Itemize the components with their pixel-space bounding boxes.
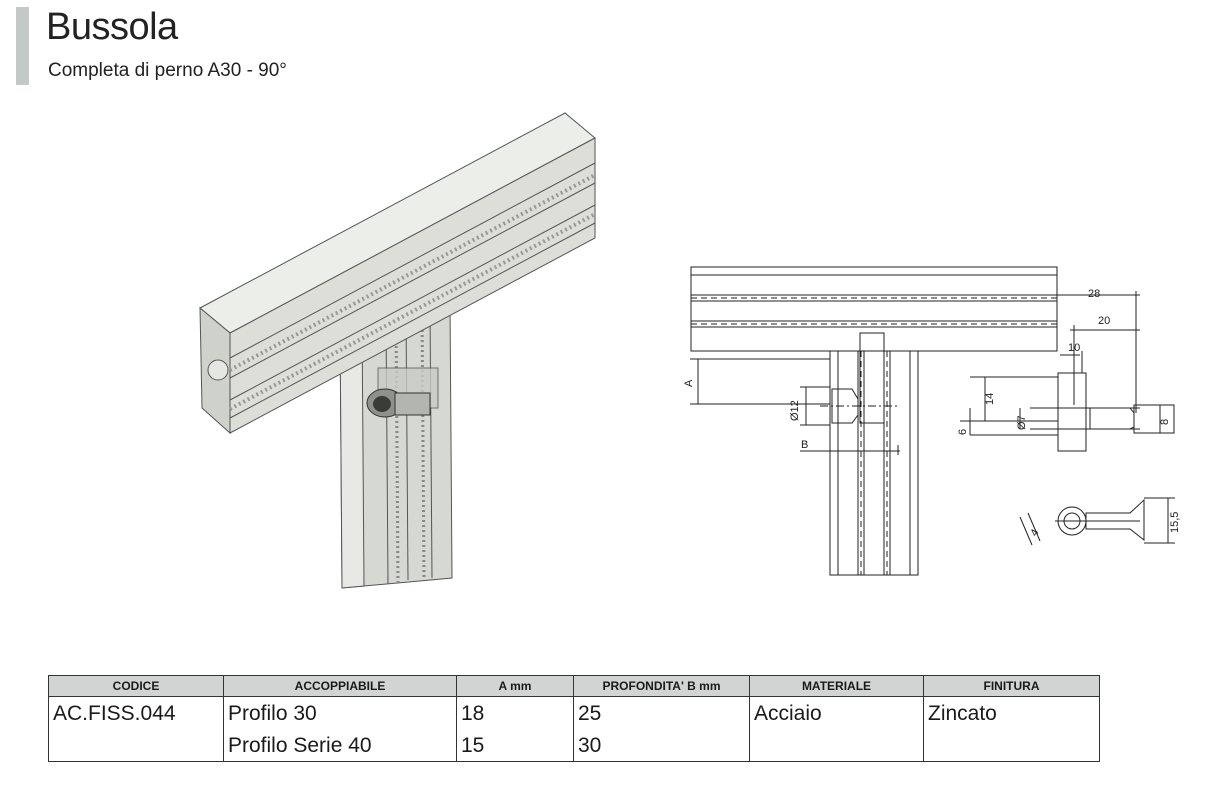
dim-diameter-12: Ø12 xyxy=(789,400,801,421)
product-isometric-illustration xyxy=(199,112,596,589)
table-row: Profilo Serie 40 15 30 xyxy=(48,729,1100,762)
horizontal-profile xyxy=(199,112,596,435)
vertical-profile xyxy=(339,302,453,589)
col-header-accoppiabile: ACCOPPIABILE xyxy=(223,675,457,697)
dim-4: 4 xyxy=(1028,527,1041,538)
cell-finitura xyxy=(923,729,1100,762)
page-subtitle: Completa di perno A30 - 90° xyxy=(48,60,287,81)
cell-materiale xyxy=(749,729,924,762)
bushing-connector xyxy=(366,388,431,418)
dim-a: A xyxy=(683,379,695,387)
col-header-materiale: MATERIALE xyxy=(749,675,924,697)
table-row: AC.FISS.044 Profilo 30 18 25 Acciaio Zin… xyxy=(48,696,1100,729)
dim-14: 14 xyxy=(984,393,996,405)
cell-profondita-b: 25 xyxy=(573,696,750,729)
page-title: Bussola xyxy=(46,6,178,48)
cell-codice xyxy=(48,729,224,762)
dim-diameter-7: Ø7 xyxy=(1016,415,1028,430)
col-header-profondita-b: PROFONDITA' B mm xyxy=(573,675,750,697)
accent-bar xyxy=(16,7,29,85)
cell-a-mm: 18 xyxy=(456,696,574,729)
col-header-a-mm: A mm xyxy=(456,675,574,697)
cell-finitura: Zincato xyxy=(923,696,1100,729)
dim-b: B xyxy=(801,439,808,451)
dim-6: 6 xyxy=(957,429,969,435)
cell-accoppiabile: Profilo Serie 40 xyxy=(223,729,457,762)
dim-15-5: 15,5 xyxy=(1169,512,1181,533)
cell-a-mm: 15 xyxy=(456,729,574,762)
specification-table: CODICE ACCOPPIABILE A mm PROFONDITA' B m… xyxy=(48,675,1100,762)
table-header-row: CODICE ACCOPPIABILE A mm PROFONDITA' B m… xyxy=(48,675,1100,697)
col-header-finitura: FINITURA xyxy=(923,675,1100,697)
cell-profondita-b: 30 xyxy=(573,729,750,762)
dim-10: 10 xyxy=(1068,342,1080,354)
dim-20: 20 xyxy=(1098,315,1110,327)
dim-8: 8 xyxy=(1159,419,1171,425)
cell-materiale: Acciaio xyxy=(749,696,924,729)
dim-28: 28 xyxy=(1088,288,1100,300)
cell-accoppiabile: Profilo 30 xyxy=(223,696,457,729)
cell-codice: AC.FISS.044 xyxy=(48,696,224,729)
technical-drawing: 28 20 10 14 6 Ø7 8 Ø12 A B 15,5 4 xyxy=(683,266,1181,576)
col-header-codice: CODICE xyxy=(48,675,224,697)
